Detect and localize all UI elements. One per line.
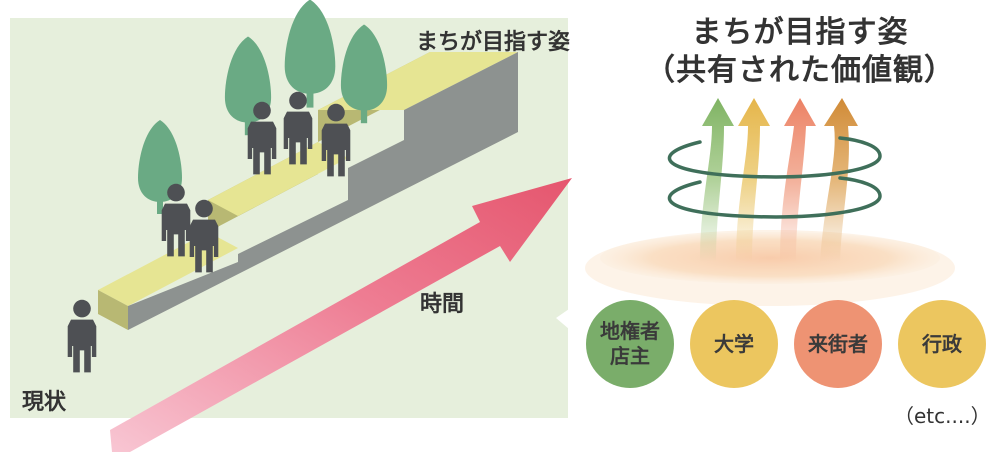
shared-values-title-line2: （共有された価値観） <box>645 53 955 89</box>
time-label: 時間 <box>420 292 465 317</box>
stakeholder-visitors: 来街者 <box>794 300 882 388</box>
swirl-ring-lower <box>667 176 882 219</box>
shared-values-glow <box>585 230 955 306</box>
stakeholder-visitors-label: 来街者 <box>808 331 868 356</box>
shared-values-title-line1: まちが目指す姿 <box>691 15 909 50</box>
callout-pointer <box>556 300 582 340</box>
arrow-yellow <box>736 98 770 262</box>
step-1-top <box>98 232 238 306</box>
stakeholder-landowner-line2: 店主 <box>610 344 650 368</box>
arrow-salmon <box>780 98 816 262</box>
stakeholder-government: 行政 <box>898 300 986 388</box>
staircase-wall <box>128 52 518 330</box>
etc-label: （etc....） <box>894 404 991 428</box>
stakeholder-landowner-line1: 地権者 <box>600 319 660 343</box>
swirl-ring-upper <box>667 136 882 179</box>
stakeholder-university-label: 大学 <box>714 331 754 356</box>
swirl-rings <box>667 136 882 219</box>
stakeholder-landowner: 地権者 店主 <box>586 300 674 388</box>
time-arrow <box>110 178 572 452</box>
shared-values-base <box>600 232 940 284</box>
step-2-top <box>208 142 348 216</box>
step-1-side <box>98 290 128 330</box>
goal-label: まちが目指す姿 <box>416 30 571 55</box>
shared-values-title: まちが目指す姿 （共有された価値観） <box>600 14 1000 91</box>
current-state-label: 現状 <box>22 390 67 415</box>
arrow-green <box>700 98 734 262</box>
stakeholder-government-label: 行政 <box>922 331 962 356</box>
stakeholder-university: 大学 <box>690 300 778 388</box>
